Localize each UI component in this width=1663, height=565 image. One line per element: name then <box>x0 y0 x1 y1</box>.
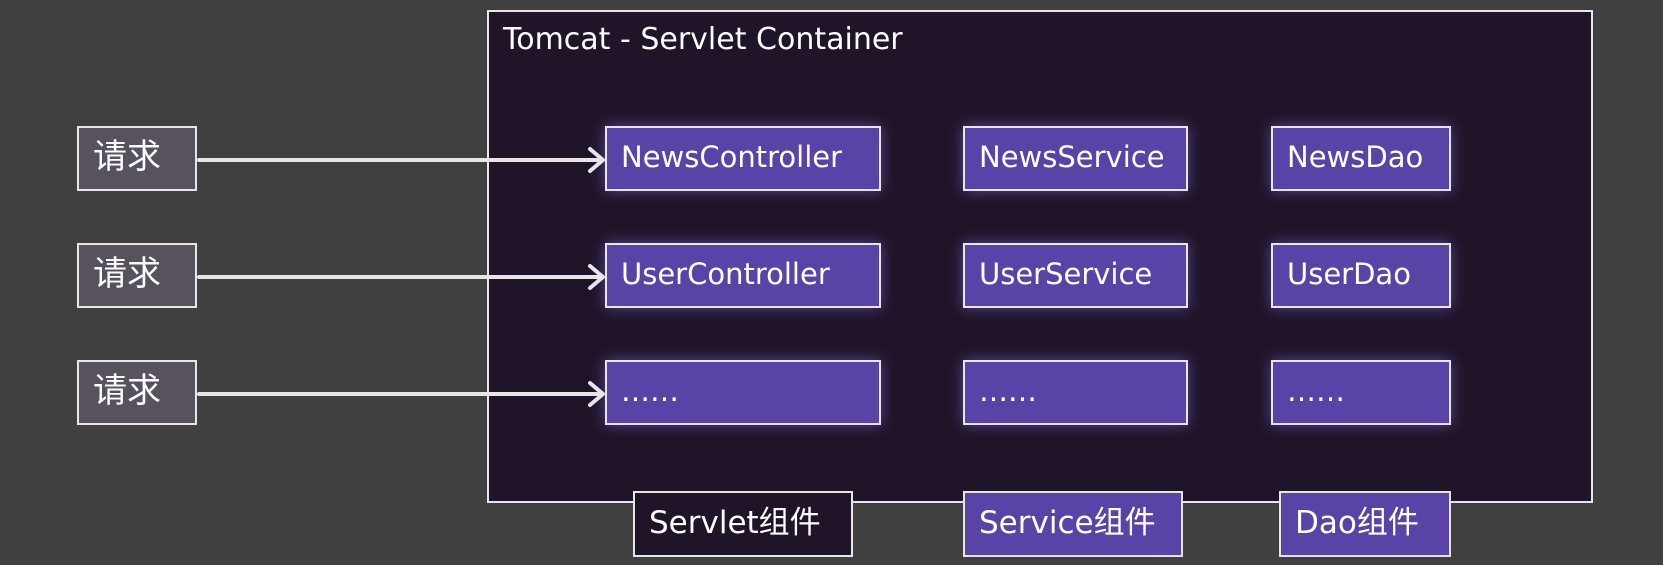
dao-component-label: Dao组件 <box>1279 491 1451 557</box>
more-services-box: …… <box>963 360 1188 425</box>
container-title: Tomcat - Servlet Container <box>503 22 903 57</box>
news-dao-box: NewsDao <box>1271 126 1451 191</box>
more-daos-box: …… <box>1271 360 1451 425</box>
request-box-2: 请求 <box>77 243 197 308</box>
servlet-component-label: Servlet组件 <box>633 491 853 557</box>
more-controllers-box: …… <box>605 360 881 425</box>
user-service-box: UserService <box>963 243 1188 308</box>
request-box-1: 请求 <box>77 126 197 191</box>
news-service-box: NewsService <box>963 126 1188 191</box>
user-controller-box: UserController <box>605 243 881 308</box>
service-component-label: Service组件 <box>963 491 1183 557</box>
user-dao-box: UserDao <box>1271 243 1451 308</box>
request-box-3: 请求 <box>77 360 197 425</box>
news-controller-box: NewsController <box>605 126 881 191</box>
